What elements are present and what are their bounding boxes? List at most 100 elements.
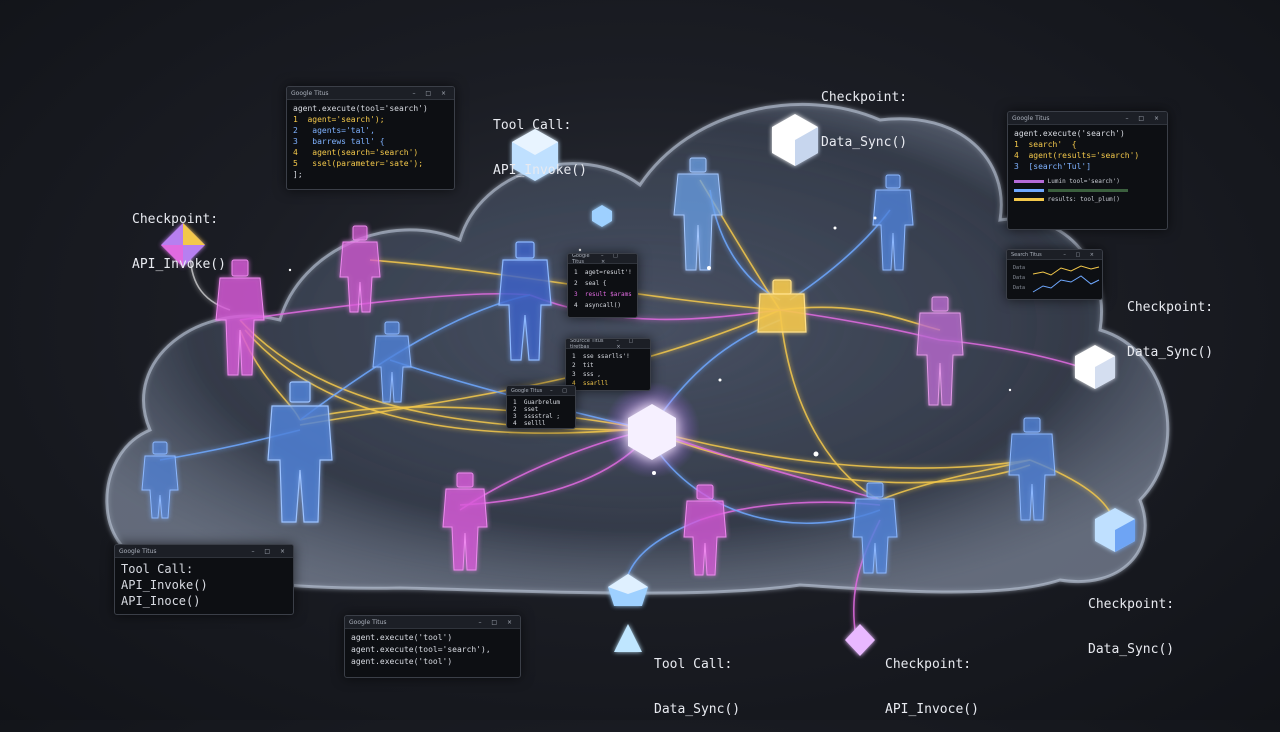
agent-figure-blue-far-left bbox=[141, 441, 179, 519]
code-line: 1 agent='search'); bbox=[293, 115, 385, 124]
agent-figure-blue-large bbox=[267, 381, 333, 523]
agent-figure-blue-small bbox=[372, 321, 412, 403]
window-titlebar: Google Titus – □ × bbox=[1008, 112, 1167, 125]
cube-icon-top-center bbox=[772, 114, 818, 166]
code-line: 2 tit bbox=[572, 362, 594, 369]
agent-figure-blue-top-center bbox=[673, 157, 723, 271]
code-window-top-right: Google Titus – □ × agent.execute('search… bbox=[1007, 111, 1168, 230]
chart-line-yellow bbox=[1032, 265, 1100, 276]
label-title: Tool Call: bbox=[654, 657, 733, 672]
window-controls[interactable]: – □ × bbox=[478, 618, 516, 626]
code-line: 3 [search'Tul'] bbox=[1014, 162, 1092, 171]
window-titlebar: Sourcce Titus tiretbas – □ × bbox=[566, 338, 650, 350]
cube-icon-top bbox=[512, 129, 558, 181]
status-bars: Lumin tool='search') results: tool_plum(… bbox=[1008, 175, 1167, 206]
window-controls[interactable]: – □ bbox=[550, 387, 571, 394]
agent-figure-magenta-bottom-center bbox=[683, 484, 727, 576]
code-line: agent.execute('tool') bbox=[351, 633, 453, 642]
gem-icon-bottom bbox=[608, 574, 648, 606]
code-line: API_Invoke() bbox=[121, 578, 208, 592]
code-line: 3 sss , bbox=[572, 371, 601, 378]
code-body: agent.execute('search')1 search' {4 agen… bbox=[1008, 125, 1167, 175]
code-window-bottom-left: Google Titus – □ × Tool Call:API_Invoke(… bbox=[114, 544, 294, 615]
label-title: Checkpoint: bbox=[1088, 597, 1175, 612]
label-checkpoint-bottom-right: Checkpoint: Data_Sync() bbox=[1088, 567, 1174, 672]
code-line: agent.execute(tool='search'), bbox=[351, 645, 491, 654]
label-title: Checkpoint: bbox=[821, 90, 908, 105]
window-controls[interactable]: – □ × bbox=[1063, 251, 1098, 258]
row-label: Data bbox=[1013, 265, 1026, 271]
code-line: API_Inoce() bbox=[121, 594, 201, 608]
row-label: Data bbox=[1013, 285, 1026, 291]
label-function: Data_Sync() bbox=[654, 702, 741, 717]
cube-icon-bottom-right bbox=[1095, 508, 1135, 552]
window-title: Google Titus bbox=[349, 618, 387, 626]
label-function: Data_Sync() bbox=[1127, 345, 1214, 360]
window-titlebar: Google Titus – □ × bbox=[287, 87, 454, 100]
code-line: 2 sset bbox=[513, 406, 539, 413]
code-line: 4 asyncall() bbox=[574, 302, 621, 309]
agent-figure-magenta-right bbox=[916, 296, 964, 406]
code-line: 3 result $arams bbox=[574, 291, 632, 298]
window-controls[interactable]: – □ × bbox=[600, 253, 622, 265]
code-body: agent.execute('tool') agent.execute(tool=… bbox=[345, 629, 520, 671]
code-line: 1 aget=result'! bbox=[574, 269, 632, 276]
label-tool-call-top: Tool Call: API_Invoke() bbox=[493, 88, 587, 193]
code-line: 4 ssarlll bbox=[572, 380, 609, 387]
window-title: Sourcce Titus tiretbas bbox=[570, 338, 604, 350]
status-bar-text: Lumin tool='search') bbox=[1047, 178, 1120, 185]
code-line: 3 sssstral ; bbox=[513, 413, 560, 420]
label-checkpoint-bottom: Checkpoint: API_Invoce() bbox=[885, 627, 979, 732]
code-line: 1 search' { bbox=[1014, 140, 1077, 149]
code-line: 3 barrews tall' { bbox=[293, 137, 385, 146]
chart-line-blue bbox=[1032, 275, 1100, 293]
stars bbox=[288, 216, 1012, 475]
label-function: API_Invoke() bbox=[132, 257, 226, 272]
mini-line-chart bbox=[1032, 265, 1100, 293]
cube-icon-small bbox=[592, 205, 612, 227]
code-window-bottom-center: Google Titus – □ × agent.execute('tool')… bbox=[344, 615, 521, 678]
code-line: 5 ssel(parameter='sate'); bbox=[293, 159, 424, 168]
code-body: agent.execute(tool='search') 1 agent='sea… bbox=[287, 100, 454, 183]
window-title: Search Titus bbox=[1011, 251, 1042, 258]
label-function: Data_Sync() bbox=[1088, 642, 1175, 657]
window-controls[interactable]: – □ × bbox=[251, 547, 289, 555]
agent-figure-blue-top-right bbox=[872, 174, 914, 271]
window-controls[interactable]: – □ × bbox=[616, 338, 638, 350]
window-controls[interactable]: – □ × bbox=[1125, 114, 1163, 122]
agent-figure-gold bbox=[757, 279, 807, 333]
agent-figure-blue-center bbox=[498, 241, 552, 361]
window-title: Google Titus bbox=[119, 547, 157, 555]
code-line: 4 agent(results='search') bbox=[1014, 151, 1140, 160]
code-line: 4 sellll bbox=[513, 420, 546, 427]
window-title: Google Titus bbox=[291, 89, 329, 97]
status-bar-row bbox=[1014, 186, 1161, 195]
window-controls[interactable]: – □ × bbox=[412, 89, 450, 97]
window-titlebar: Google Titus – □ bbox=[507, 386, 575, 396]
code-line: 4 agent(search='search') bbox=[293, 148, 419, 157]
cube-nodes bbox=[161, 114, 1135, 656]
agent-figures bbox=[141, 157, 1056, 576]
code-body: Tool Call:API_Invoke()API_Inoce() bbox=[115, 558, 293, 612]
window-titlebar: Google Titus – □ × bbox=[568, 253, 637, 265]
code-line: ]; bbox=[293, 170, 303, 179]
label-title: Checkpoint: bbox=[132, 212, 219, 227]
code-line: 1 sse ssarlls'! bbox=[572, 353, 630, 360]
agent-figure-magenta-top bbox=[339, 225, 381, 313]
window-titlebar: Google Titus – □ × bbox=[115, 545, 293, 558]
code-line: 2 agents='tal', bbox=[293, 126, 375, 135]
row-label: Data bbox=[1013, 275, 1026, 281]
label-tool-call-bottom: Tool Call: Data_Sync() bbox=[654, 627, 740, 732]
status-bar-row: Lumin tool='search') bbox=[1014, 177, 1161, 186]
code-line: agent.execute(tool='search') bbox=[293, 104, 428, 113]
label-function: Data_Sync() bbox=[821, 135, 908, 150]
code-window-mid-2: Sourcce Titus tiretbas – □ × 1 sse ssarl… bbox=[565, 338, 651, 391]
label-checkpoint-left: Checkpoint: API_Invoke() bbox=[132, 182, 226, 287]
label-title: Checkpoint: bbox=[1127, 300, 1214, 315]
code-window-top-left: Google Titus – □ × agent.execute(tool='s… bbox=[286, 86, 455, 190]
